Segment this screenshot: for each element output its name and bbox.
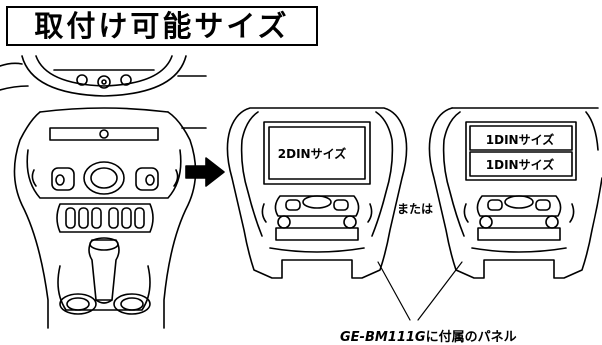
panel-caption: GE-BM111Gに付属のパネル	[340, 331, 517, 344]
right-arrow-icon	[185, 157, 225, 187]
label-2din-size: 2DINサイズ	[277, 147, 347, 161]
caption-suffix: に付属のパネル	[425, 330, 517, 345]
label-or: または	[397, 202, 434, 216]
caption-model: GE-BM111G	[340, 330, 426, 345]
page-title: 取付け可能サイズ	[34, 8, 290, 43]
1din-panel-illustration	[428, 107, 602, 279]
pointer-lines	[377, 261, 463, 321]
label-1din-size-bottom: 1DINサイズ	[485, 158, 555, 172]
car-console-illustration	[0, 55, 207, 329]
2din-panel-illustration	[226, 107, 408, 279]
label-1din-size-top: 1DINサイズ	[485, 133, 555, 147]
title-box: 取付け可能サイズ	[6, 6, 318, 46]
